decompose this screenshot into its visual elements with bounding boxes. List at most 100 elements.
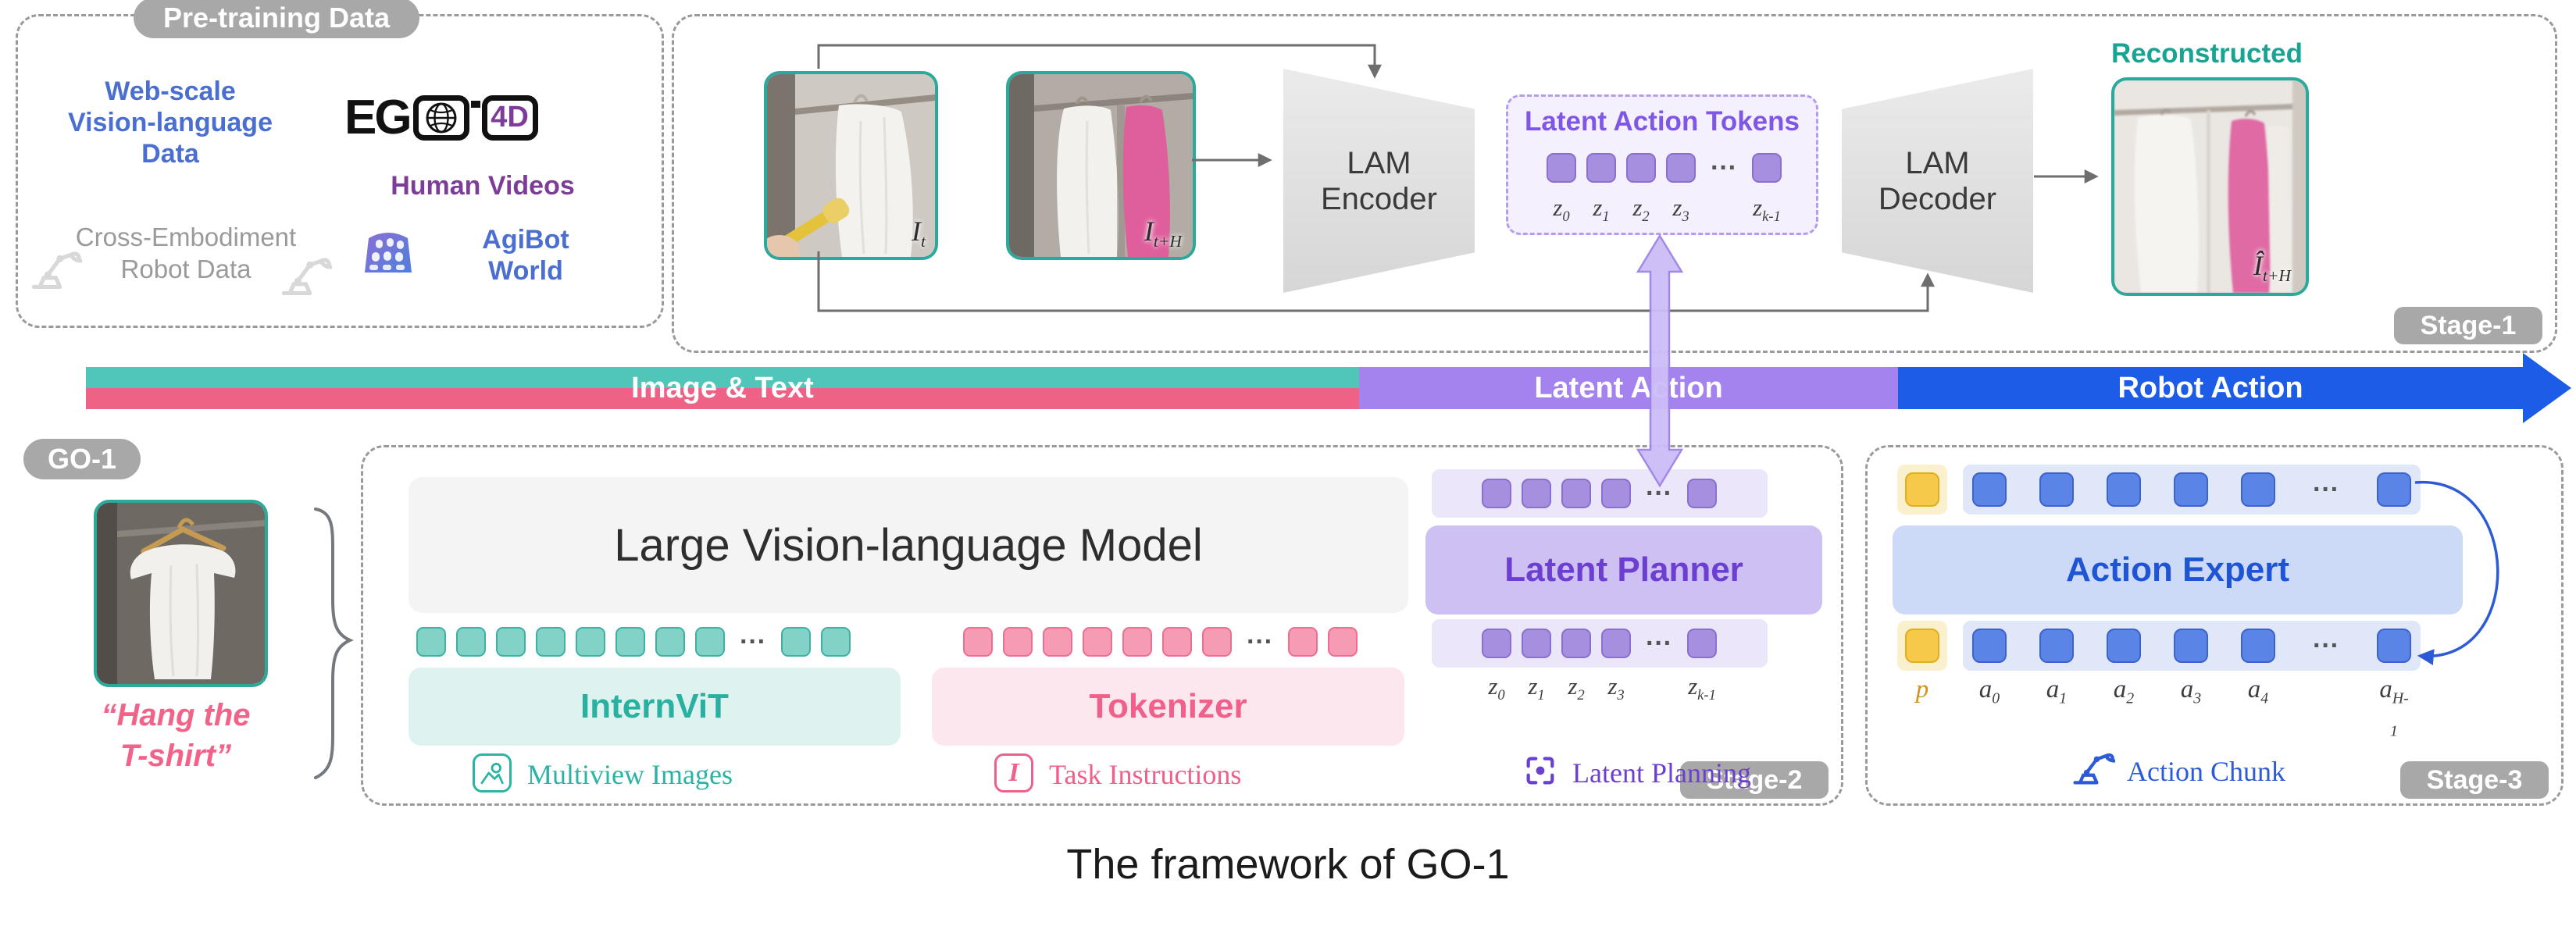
- token-label: a2: [2113, 675, 2135, 707]
- latent-token: [1561, 629, 1591, 658]
- ghost-robot-arm-icon: [26, 244, 84, 295]
- latent-action-tokens-title: Latent Action Tokens: [1525, 106, 1800, 137]
- vision-token: [781, 627, 811, 657]
- tokenizer-label: Tokenizer: [1089, 687, 1247, 725]
- text-token-row: ···: [963, 627, 1358, 657]
- latent-token: [1601, 629, 1631, 658]
- go1-input-photo: [94, 500, 268, 687]
- wardrobe-photo-t: [767, 74, 935, 257]
- token-label: z3: [1607, 672, 1625, 704]
- latent-planning-label: Latent Planning: [1572, 757, 1751, 789]
- robot-arm-icon: [2068, 746, 2115, 787]
- action-expert-box: Action Expert: [1893, 525, 2463, 614]
- latent-token: [1687, 479, 1717, 508]
- latent-token: [1601, 479, 1631, 508]
- stage1-panel: It It+H LAM Encoder Latent Action Tokens: [672, 14, 2557, 353]
- latent-action-tokens-box: Latent Action Tokens ··· z0 z1 z2 z3 zk-…: [1506, 94, 1818, 235]
- vision-token: [456, 627, 486, 657]
- stage3-panel: ··· Action Expert ··· p a0 a1 a2 a3 a4 a…: [1865, 445, 2564, 806]
- action-token: [1972, 472, 2007, 507]
- figure-caption: The framework of GO-1: [1066, 841, 1510, 888]
- proprio-token: [1905, 629, 1939, 663]
- stage3-badge: Stage-3: [2400, 761, 2549, 799]
- action-token: [2241, 629, 2275, 663]
- label-spacer: [1706, 194, 1742, 226]
- vision-token: [576, 627, 605, 657]
- token-label: p: [1915, 675, 1929, 703]
- planner-output-token-row: ···: [1482, 629, 1717, 658]
- latent-token: [1586, 153, 1616, 183]
- action-expert-label: Action Expert: [2065, 550, 2290, 589]
- bar-arrowhead: [2523, 353, 2571, 423]
- cross-embodiment-label: Cross-Embodiment Robot Data: [75, 223, 297, 284]
- ellipsis: ···: [740, 627, 766, 657]
- token-label: a1: [2046, 675, 2068, 707]
- latent-token: [1666, 153, 1696, 183]
- vlm-label: Large Vision-language Model: [614, 519, 1203, 571]
- ellipsis: ···: [1247, 627, 1273, 657]
- vision-token-row: ···: [416, 627, 851, 657]
- web-scale-data-label: Web-scale Vision-language Data: [68, 77, 273, 169]
- latent-planner-box: Latent Planner: [1425, 525, 1822, 614]
- reconstructed-photo: [2111, 77, 2309, 296]
- task-icon-glyph: I: [1008, 758, 1019, 787]
- token-label: zk-1: [1688, 672, 1716, 704]
- action-token: [2107, 472, 2141, 507]
- wardrobe-photo-th: [1009, 74, 1193, 257]
- token-label: a4: [2247, 675, 2269, 707]
- action-token: [2107, 629, 2141, 663]
- label-spacer: [1641, 672, 1677, 704]
- latent-token: [1687, 629, 1717, 658]
- latent-planner-label: Latent Planner: [1504, 550, 1743, 589]
- latent-token: [1522, 479, 1551, 508]
- latent-token: [1626, 153, 1656, 183]
- reconstructed-title: Reconstructed: [2110, 38, 2303, 69]
- action-token: [2174, 629, 2208, 663]
- ego4d-4d-text: 4D: [491, 101, 529, 134]
- latent-token: [1752, 153, 1782, 183]
- token-label: z0: [1488, 672, 1505, 704]
- bar-label-robot-action: Robot Action: [2118, 371, 2303, 404]
- globe-icon: [426, 102, 457, 133]
- ego4d-eg-text: EG: [344, 91, 412, 144]
- ego4d-logo: EG 4D: [344, 90, 538, 145]
- text-token: [963, 627, 993, 657]
- tokenizer-box: Tokenizer: [932, 668, 1404, 746]
- action-chunk-label: Action Chunk: [2127, 756, 2285, 787]
- vision-token: [655, 627, 685, 657]
- text-token: [1202, 627, 1232, 657]
- latent-token: [1482, 629, 1511, 658]
- task-instruction-text: “Hang the T-shirt”: [101, 698, 251, 773]
- token-label: zk-1: [1753, 194, 1781, 226]
- bar-label-latent-action: Latent Action: [1534, 371, 1723, 404]
- latent-token: [1561, 479, 1591, 508]
- action-token: [2174, 472, 2208, 507]
- vision-token: [416, 627, 446, 657]
- action-input-token-row: ···: [1905, 472, 2411, 507]
- ellipsis: ···: [1646, 629, 1672, 658]
- frame-th-photo: [1006, 71, 1196, 260]
- frame-th-label: It+H: [1144, 215, 1182, 251]
- text-token: [1162, 627, 1192, 657]
- bar-segment-robot-action: Robot Action: [1898, 367, 2523, 409]
- ellipsis: ···: [2313, 475, 2339, 504]
- token-label: z2: [1632, 194, 1650, 226]
- action-token: [2377, 629, 2411, 663]
- token-label: z3: [1672, 194, 1689, 226]
- internvit-box: InternViT: [409, 668, 901, 746]
- input-group-brace: [314, 508, 354, 779]
- stage1-badge: Stage-1: [2394, 307, 2542, 344]
- ellipsis: ···: [1711, 153, 1737, 183]
- vlm-box: Large Vision-language Model: [409, 477, 1408, 613]
- stage2-panel: Large Vision-language Model ··· ··· Inte…: [361, 445, 1843, 806]
- lam-encoder: LAM Encoder: [1283, 69, 1475, 293]
- vision-token: [695, 627, 725, 657]
- action-token: [2241, 472, 2275, 507]
- text-token: [1288, 627, 1318, 657]
- token-label: z2: [1568, 672, 1585, 704]
- text-token: [1043, 627, 1072, 657]
- proprio-token: [1905, 472, 1939, 507]
- internvit-label: InternViT: [580, 687, 729, 725]
- bar-segment-image-text: Image & Text: [86, 367, 1359, 409]
- action-token: [2039, 472, 2074, 507]
